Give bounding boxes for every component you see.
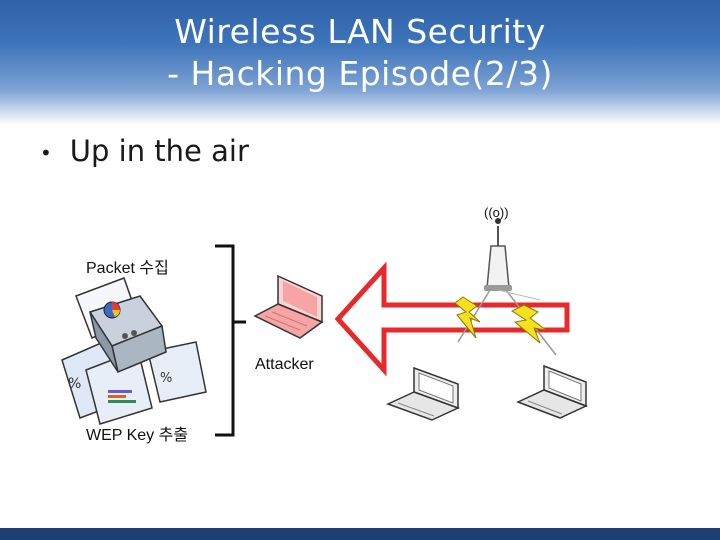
access-point-icon	[457, 218, 557, 356]
svg-text:%: %	[68, 376, 81, 392]
bullet-item: • Up in the air	[40, 134, 249, 168]
slide-title-line2: - Hacking Episode(2/3)	[167, 54, 553, 93]
attacker-laptop-icon	[253, 274, 324, 339]
lightning-icon	[454, 296, 481, 339]
slide-title-line1: Wireless LAN Security	[174, 12, 546, 51]
svg-text:%: %	[160, 371, 172, 386]
bullet-text: Up in the air	[69, 134, 249, 168]
red-arrow	[334, 261, 570, 377]
attacker-label: Attacker	[255, 356, 314, 373]
printer-clipart: % %	[61, 277, 207, 425]
packet-label: Packet 수집	[86, 260, 169, 277]
wep-key-label: WEP Key 추출	[86, 427, 189, 444]
slide-header	[0, 0, 720, 125]
bracket	[215, 244, 246, 437]
lightning-icon	[510, 304, 547, 344]
slide-footer	[0, 528, 720, 540]
document-icon	[147, 341, 207, 403]
laptop-icon	[516, 364, 588, 419]
bullet-icon: •	[40, 141, 52, 165]
signal-icon: ((o))	[484, 205, 509, 220]
laptop-icon	[386, 366, 460, 421]
